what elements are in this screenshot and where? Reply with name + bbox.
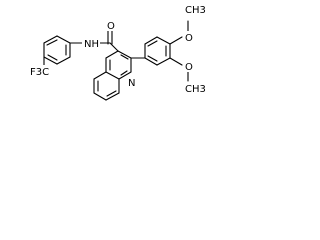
bond: [93, 71, 107, 80]
methoxy-top-oxygen-label: O: [185, 33, 193, 44]
bond: [109, 42, 119, 52]
bond-layer: [43, 20, 189, 101]
methoxy-bottom-methyl-label: CH3: [185, 84, 206, 95]
bond: [46, 39, 58, 46]
bond: [43, 56, 58, 65]
methoxy-top-methyl-label: CH3: [185, 5, 206, 16]
bond: [47, 54, 58, 61]
bond: [147, 40, 158, 47]
bond: [147, 55, 158, 62]
bond: [117, 50, 132, 59]
carbonyl-oxygen-label: O: [107, 21, 115, 32]
label-layer: CH3 O O CH3 O NH N F3C: [28, 3, 211, 95]
bond: [105, 71, 120, 80]
methoxy-bottom-oxygen-label: O: [185, 62, 193, 73]
bond: [93, 92, 107, 101]
bond: [43, 35, 58, 44]
bond: [120, 54, 129, 60]
bond: [56, 56, 71, 65]
quinoline-nitrogen-label: N: [128, 78, 135, 89]
bond: [156, 57, 171, 66]
bond: [169, 57, 183, 66]
bond: [120, 70, 128, 76]
bond: [156, 36, 171, 45]
amide-nh-label: NH: [84, 39, 99, 50]
bond: [106, 90, 117, 97]
bond: [169, 36, 183, 45]
bond: [105, 50, 119, 59]
bond: [144, 36, 158, 45]
bond: [56, 35, 71, 44]
molecule-diagram: CH3 O O CH3 O NH N F3C: [28, 3, 211, 101]
bond: [118, 71, 132, 80]
bond: [105, 92, 120, 101]
bond: [144, 57, 158, 66]
trifluoromethyl-label: F3C: [30, 67, 49, 78]
